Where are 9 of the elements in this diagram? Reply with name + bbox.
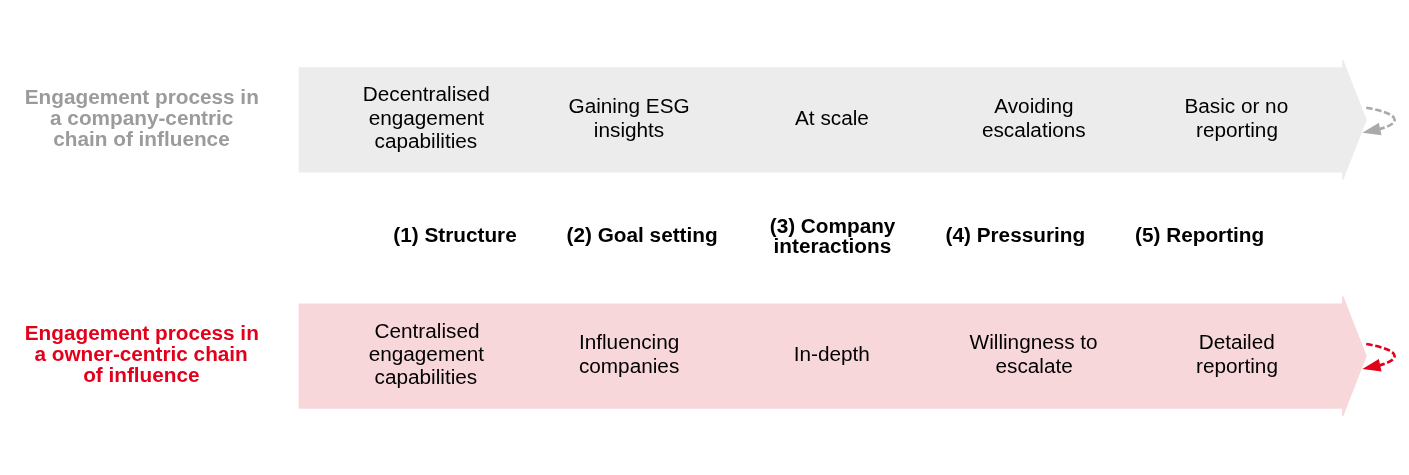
label: (5) Reporting: [1135, 222, 1265, 246]
label: (4) Pressuring: [945, 222, 1086, 246]
node-label: Engagement process in a owner-centric chain of influence: [24, 320, 259, 386]
arrow: [1362, 106, 1396, 135]
arrow: [1362, 342, 1396, 371]
label: (2) Goal setting: [566, 222, 718, 246]
label: (1) Structure: [393, 222, 517, 246]
label: (3) Company interactions: [769, 213, 896, 257]
node-label: Engagement process in a company-centric chain of influence: [24, 84, 259, 150]
